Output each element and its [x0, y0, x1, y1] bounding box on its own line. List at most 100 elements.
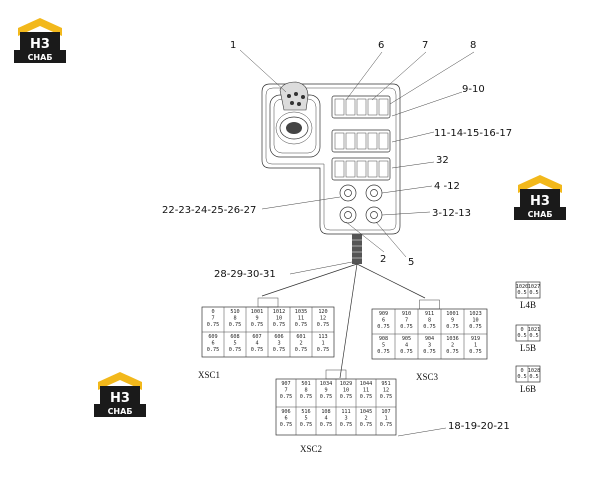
brand-logo-bottom-left: H3 CHAБ — [94, 372, 146, 417]
logo-top-text: H3 — [110, 391, 130, 406]
connector-cell-text: 609 — [208, 334, 217, 340]
small-connector-cell-text: 0.5 — [517, 333, 526, 339]
callout-3-12-13: 3-12-13 — [432, 208, 471, 219]
connector-cell-text: 11 — [363, 388, 369, 394]
rocker-switch — [345, 98, 356, 116]
small-connector-cell-text: 0.5 — [529, 333, 538, 339]
connector-cell-text: 0.75 — [300, 394, 313, 400]
connector-cell-text: 516 — [301, 409, 310, 415]
logo-bottom-text: CHAБ — [28, 53, 53, 62]
connector-cell-text: 608 — [230, 334, 239, 340]
small-connector-cell-text: 1020 — [516, 284, 529, 290]
rocker-switch — [367, 160, 378, 178]
connector-cell-text: 606 — [274, 334, 283, 340]
connector-cell-text: 5 — [233, 341, 236, 347]
connector-cell-text: 0 — [211, 309, 214, 315]
rocker-switch — [356, 98, 367, 116]
connector-cell-text: 1034 — [320, 381, 333, 387]
switch-panel — [331, 95, 391, 181]
connector-cell-text: 7 — [211, 316, 214, 322]
connector-cell-text: 911 — [425, 311, 434, 317]
connector-cell-text: 3 — [277, 341, 280, 347]
connector-cell-text: 1 — [384, 416, 387, 422]
connector-cell-text: 1036 — [446, 336, 459, 342]
rocker-switch — [367, 132, 378, 150]
rocker-switch — [334, 132, 345, 150]
rocker-switch — [367, 98, 378, 116]
connector-cell-text: 3 — [344, 416, 347, 422]
connector-cell-text: 10 — [276, 316, 282, 322]
small-connector-cell-text: 0 — [520, 327, 523, 333]
callout-6: 6 — [378, 40, 384, 51]
connector-cell-text: 10 — [472, 318, 478, 324]
connector-cell-text: 0.75 — [380, 422, 393, 428]
brand-logo-right: H3 CHAБ — [514, 175, 566, 220]
connector-cell-text: 9 — [255, 316, 258, 322]
connector-cell-text: 4 — [405, 343, 408, 349]
connector-cell-text: 120 — [318, 309, 327, 315]
control-box — [261, 83, 401, 235]
leader-lines — [239, 49, 475, 437]
connector-cell-text: 0.75 — [251, 347, 264, 353]
rocker-switch — [378, 132, 389, 150]
connector-cell-text: 107 — [381, 409, 390, 415]
callout-7: 7 — [422, 40, 428, 51]
logo-bottom-text: CHAБ — [108, 407, 133, 416]
callout-5: 5 — [408, 257, 414, 268]
switch-row — [331, 157, 391, 181]
brand-logo-top-left: H3 CHAБ — [14, 18, 66, 63]
connector-cell-text: 0.75 — [340, 394, 353, 400]
connector-cell-text: 951 — [381, 381, 390, 387]
connector-cell-text: 0.75 — [469, 349, 482, 355]
connector-cell-text: 1012 — [273, 309, 286, 315]
connector-cell-text: 1001 — [251, 309, 264, 315]
callout-28-31: 28-29-30-31 — [214, 269, 276, 280]
connector-cell-text: 9 — [324, 388, 327, 394]
switch-row — [331, 129, 391, 153]
connector-cell-text: 108 — [321, 409, 330, 415]
connector-cell-text: 12 — [383, 388, 389, 394]
connector-cell-text: 9 — [451, 318, 454, 324]
rocker-switch — [345, 160, 356, 178]
connector-cell-text: 501 — [301, 381, 310, 387]
connector-cell-text: 0.75 — [317, 322, 330, 328]
connector-cell-text: 607 — [252, 334, 261, 340]
connector-cell-text: 8 — [233, 316, 236, 322]
connector-caption: XSC2 — [300, 444, 322, 454]
callout-4-12: 4 -12 — [434, 181, 460, 192]
logo-top-text: H3 — [530, 194, 550, 209]
connector-cell-text: 0.75 — [320, 394, 333, 400]
connector-cell-text: 6 — [211, 341, 214, 347]
callout-18-21: 18-19-20-21 — [448, 421, 510, 432]
connector-cell-text: 0.75 — [377, 349, 390, 355]
callout-1: 1 — [230, 40, 236, 51]
connector-cell-text: 1001 — [446, 311, 459, 317]
small-connector-cell-text: 1027 — [528, 284, 541, 290]
connector-cell-text: 0.75 — [280, 394, 293, 400]
connector-cell-text: 0.75 — [207, 322, 220, 328]
connector-cell-text: 8 — [304, 388, 307, 394]
connector-xsc2: 90770.7550180.75103490.751029100.7510441… — [275, 369, 397, 454]
connector-cell-text: 0.75 — [229, 322, 242, 328]
connector-cell-text: 0.75 — [273, 347, 286, 353]
connector-cell-text: 919 — [471, 336, 480, 342]
connector-cell-text: 0.75 — [360, 394, 373, 400]
connector-cell-text: 0.75 — [295, 322, 308, 328]
connector-key — [325, 369, 347, 380]
logo-bottom-text: CHAБ — [528, 210, 553, 219]
rocker-switch — [334, 160, 345, 178]
connector-cell-text: 601 — [296, 334, 305, 340]
connector-cell-text: 510 — [230, 309, 239, 315]
rocker-switch — [345, 132, 356, 150]
rocker-switch — [378, 160, 389, 178]
connector-cell-text: 0.75 — [469, 324, 482, 330]
connector-cell-text: 906 — [281, 409, 290, 415]
small-connector-caption: L6B — [520, 384, 536, 394]
connector-cell-text: 0.75 — [295, 347, 308, 353]
connector-xsc3: 90960.7591070.7591180.75100190.751023100… — [371, 299, 488, 382]
connector-cell-text: 1 — [474, 343, 477, 349]
connector-cell-text: 0.75 — [400, 324, 413, 330]
connector-cell-text: 0.75 — [300, 422, 313, 428]
callout-2: 2 — [380, 254, 386, 265]
connector-cell-text: 6 — [382, 318, 385, 324]
